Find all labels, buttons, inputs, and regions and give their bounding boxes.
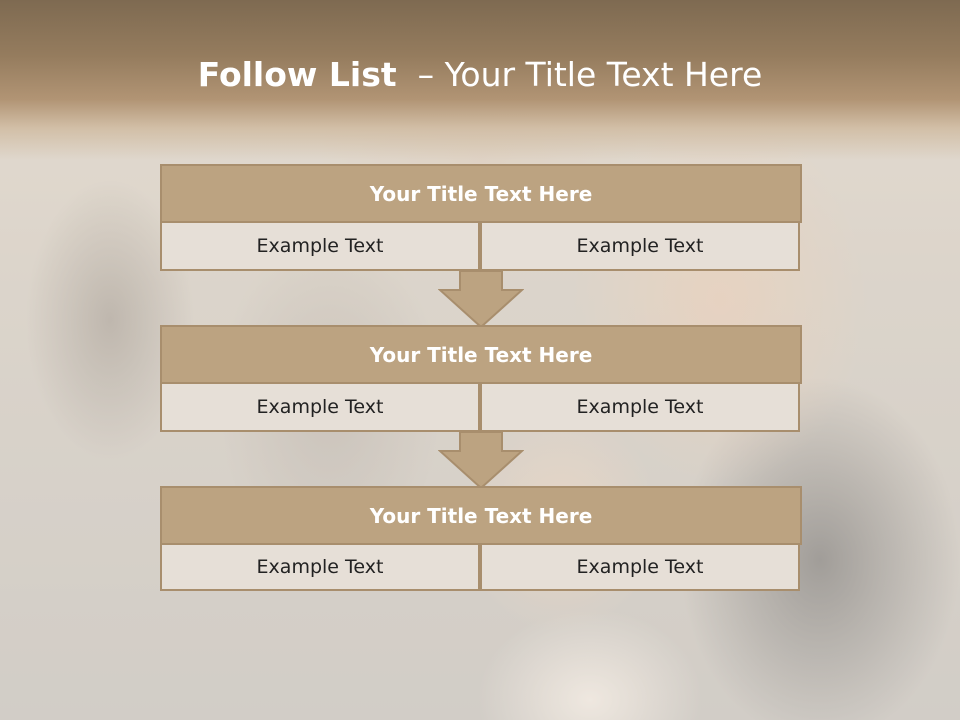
block-title-2: Your Title Text Here	[160, 325, 802, 384]
down-arrow-icon	[438, 270, 524, 328]
block-2-right-cell: Example Text	[480, 382, 800, 432]
block-title-1: Your Title Text Here	[160, 164, 802, 223]
block-1-right-cell: Example Text	[480, 221, 800, 271]
slide-title: Follow List – Your Title Text Here	[0, 52, 960, 98]
block-2-left-cell: Example Text	[160, 382, 480, 432]
block-3-right-cell: Example Text	[480, 543, 800, 591]
slide-title-bold: Follow List	[197, 55, 397, 94]
block-1-left-cell: Example Text	[160, 221, 480, 271]
header-band	[0, 0, 960, 160]
slide-title-rest: – Your Title Text Here	[417, 55, 763, 94]
block-3-left-cell: Example Text	[160, 543, 480, 591]
block-title-3: Your Title Text Here	[160, 486, 802, 545]
down-arrow-icon	[438, 431, 524, 489]
